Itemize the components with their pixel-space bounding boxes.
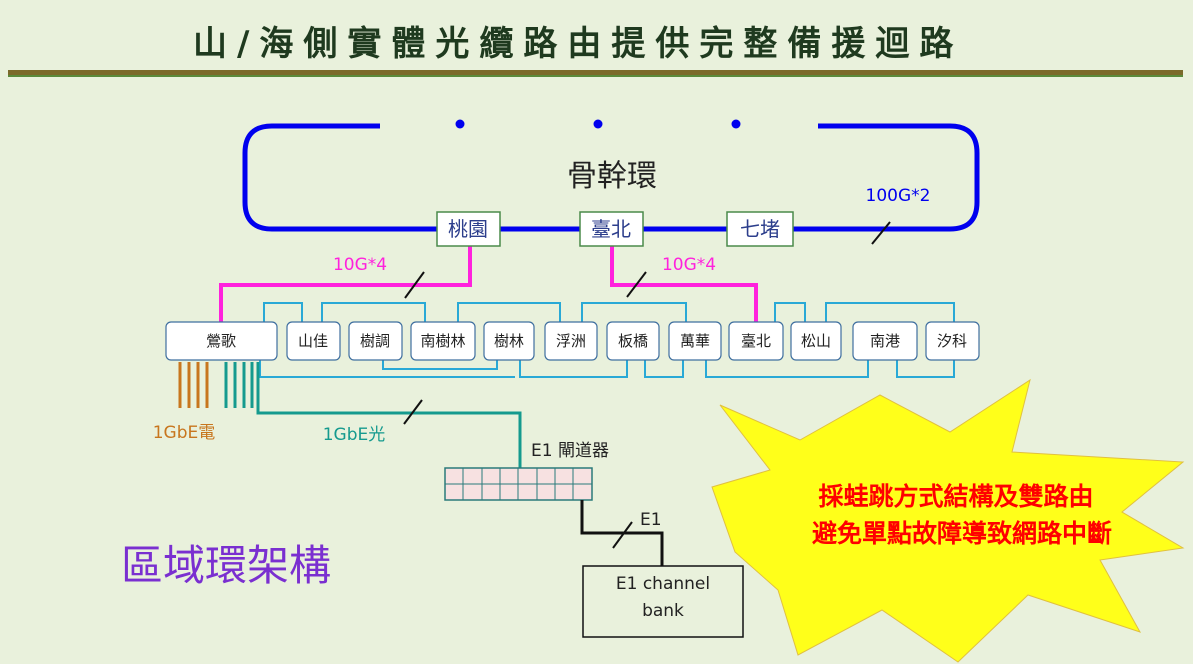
uplink-right	[610, 246, 758, 323]
uplink-right-label: 10G*4	[662, 255, 716, 275]
backbone-node-qidu: 七堵	[740, 217, 780, 241]
backbone-dot	[593, 119, 603, 129]
page-title: 山/海側實體光纜路由提供完整備援迴路	[193, 24, 963, 64]
backbone-node-box	[579, 211, 644, 247]
uplink-left	[219, 246, 472, 323]
ring-node-nangang: 南港	[870, 332, 900, 350]
callout-line1: 採蛙跳方式結構及雙路由	[818, 482, 1093, 511]
e1-label: E1	[640, 510, 662, 530]
subring-links-bottom	[259, 360, 955, 378]
copper-label: 1GbE電	[153, 423, 216, 443]
ring-node-shanjia: 山佳	[298, 332, 328, 350]
channel-bank-line1: E1 channel	[616, 574, 710, 594]
copper-lines	[178, 362, 209, 408]
ring-node-songshan: 松山	[801, 332, 831, 350]
fiber-label: 1GbE光	[323, 425, 386, 445]
gateway-ports	[444, 467, 593, 501]
backbone-node-taipei: 臺北	[591, 217, 631, 241]
ring-node-shudiao: 樹調	[360, 332, 390, 350]
callout-line2: 避免單點故障導致網路中斷	[812, 519, 1112, 548]
ring-node-banqiao: 板橋	[618, 332, 648, 350]
ring-node-xike: 汐科	[937, 332, 967, 350]
gateway-label: E1 閘道器	[531, 441, 609, 461]
channel-bank-box	[582, 565, 744, 638]
ring-node-boxes	[165, 321, 980, 361]
backbone-dot	[731, 119, 741, 129]
uplink-left-slash	[404, 271, 425, 299]
backbone-node-box	[726, 211, 794, 247]
title-underline-accent	[8, 75, 1183, 77]
e1-slash	[612, 521, 633, 549]
backbone-slash	[871, 221, 891, 245]
backbone-label: 骨幹環	[567, 159, 657, 194]
ring-node-shulin: 樹林	[494, 332, 524, 350]
backbone-node-taoyuan: 桃園	[448, 217, 488, 241]
region-label: 區域環架構	[121, 541, 331, 590]
ring-node-yingge: 鶯歌	[206, 332, 236, 350]
uplink-left-label: 10G*4	[333, 255, 387, 275]
title-underline	[8, 70, 1183, 75]
ring-node-taipei: 臺北	[741, 332, 771, 350]
backbone-link-label: 100G*2	[866, 186, 931, 206]
ring-node-fuzhou: 浮洲	[556, 332, 586, 350]
subring-links-top	[263, 302, 955, 322]
channel-bank-line2: bank	[642, 601, 684, 621]
uplink-right-slash	[626, 271, 647, 298]
e1-link	[580, 500, 664, 566]
backbone-node-box	[436, 211, 501, 247]
ring-node-wanhua: 萬華	[680, 332, 710, 350]
callout-burst	[711, 378, 1185, 663]
fiber-slash	[403, 399, 423, 425]
fiber-lines	[224, 362, 522, 468]
backbone-dot	[455, 119, 465, 129]
ring-node-nanshulin: 南樹林	[420, 332, 465, 350]
